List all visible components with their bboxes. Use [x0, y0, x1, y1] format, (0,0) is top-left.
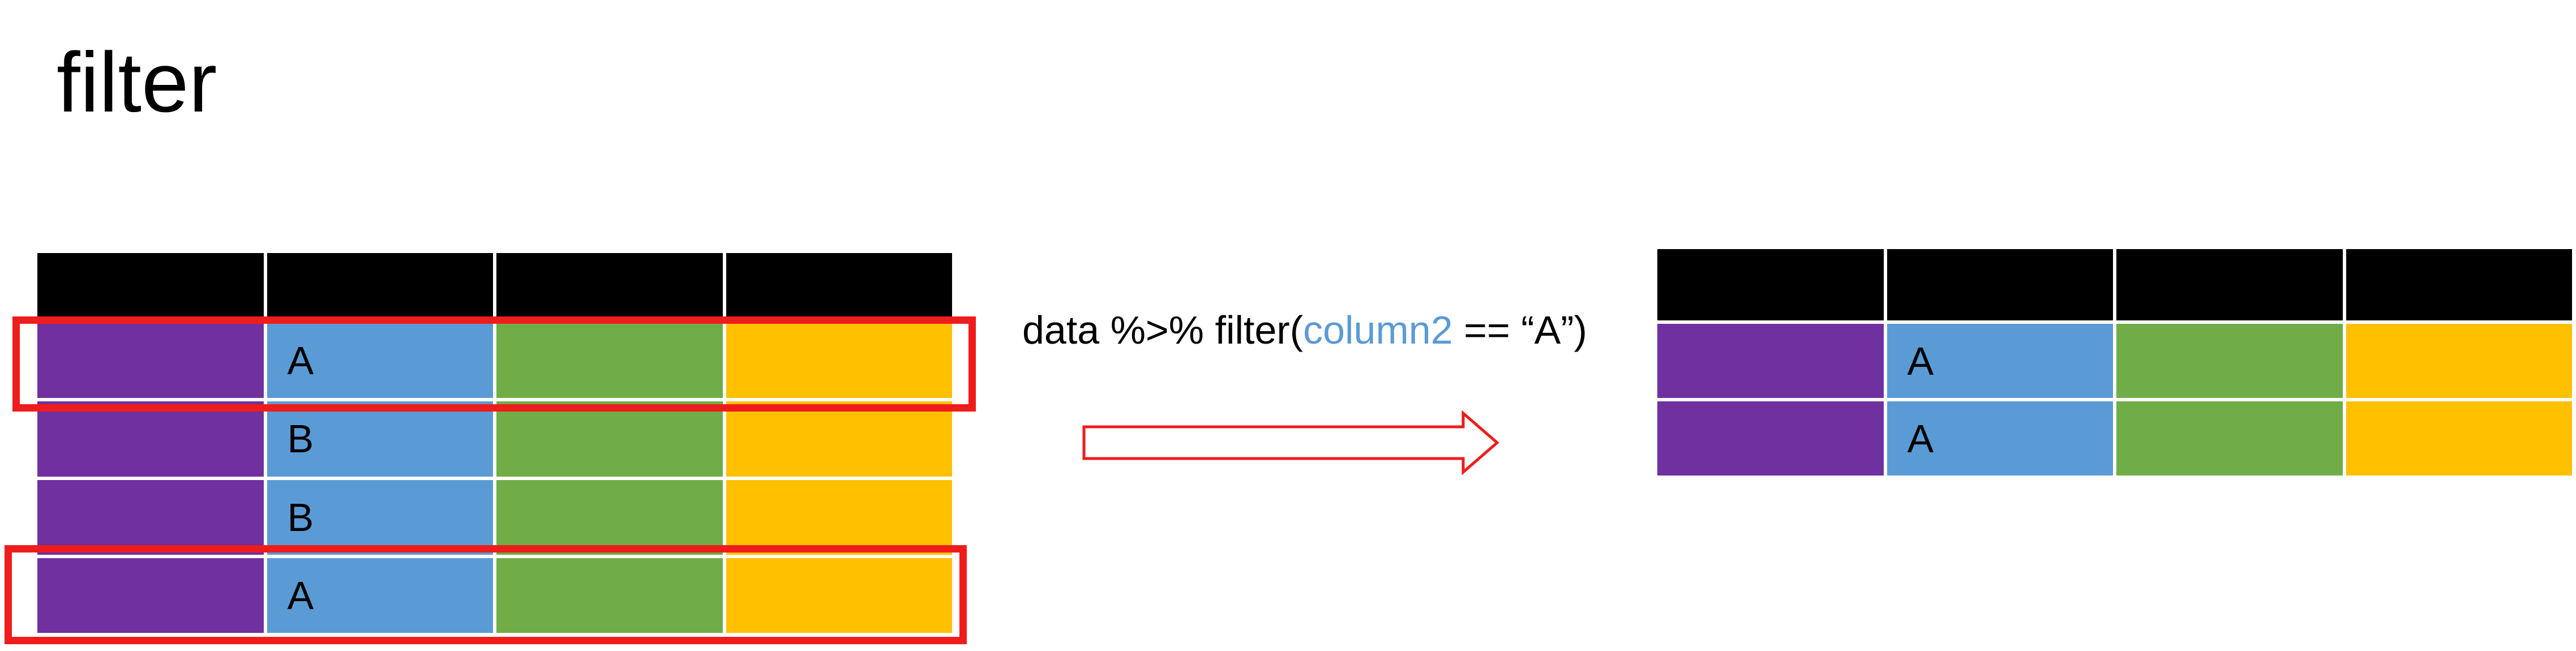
right-arrow-icon: [1082, 410, 1499, 476]
filter-code: data %>% filter(column2 == “A”): [1022, 310, 1587, 350]
row-1-col-2-cell: A: [267, 323, 493, 399]
header-cell-4: [2346, 249, 2572, 320]
row-1-col-1-cell: [1657, 324, 1884, 398]
column2-value: A: [287, 339, 314, 383]
code-prefix: data %>% filter(: [1022, 308, 1304, 352]
header-cell-4: [726, 253, 952, 320]
row-3-col-2-cell: B: [267, 479, 493, 555]
row-2-col-2-cell: B: [267, 401, 493, 477]
row-4-col-2-cell: A: [267, 558, 493, 633]
row-2-col-1-cell: [1657, 401, 1884, 476]
row-4-col-3-cell: [496, 558, 723, 633]
row-1-col-3-cell: [496, 323, 723, 399]
row-3-col-3-cell: [496, 479, 723, 555]
row-4-col-1-cell: [37, 558, 264, 633]
header-cell-2: [267, 253, 493, 320]
header-cell-3: [496, 253, 723, 320]
row-1-col-4-cell: [2346, 324, 2572, 398]
page-title: filter: [57, 35, 217, 130]
row-2-col-1-cell: [37, 401, 264, 477]
row-1-col-3-cell: [2116, 324, 2343, 398]
header-cell-2: [1887, 249, 2113, 320]
row-3-col-4-cell: [726, 479, 952, 555]
column2-value: A: [1907, 416, 1934, 461]
header-cell-1: [37, 253, 264, 320]
row-2-col-3-cell: [2116, 401, 2343, 476]
column2-value: A: [1907, 339, 1934, 383]
row-1-col-2-cell: A: [1887, 324, 2113, 398]
row-1-col-4-cell: [726, 323, 952, 399]
row-3-col-1-cell: [37, 479, 264, 555]
header-cell-3: [2116, 249, 2343, 320]
header-cell-1: [1657, 249, 1884, 320]
row-1-col-1-cell: [37, 323, 264, 399]
row-4-col-4-cell: [726, 558, 952, 633]
row-2-col-4-cell: [726, 401, 952, 477]
row-2-col-2-cell: A: [1887, 401, 2113, 476]
row-2-col-3-cell: [496, 401, 723, 477]
column2-value: B: [287, 417, 314, 461]
column2-value: A: [287, 573, 314, 618]
row-2-col-4-cell: [2346, 401, 2572, 476]
column2-value: B: [287, 495, 314, 539]
code-column: column2: [1303, 308, 1453, 352]
code-suffix: == “A”): [1452, 308, 1587, 352]
